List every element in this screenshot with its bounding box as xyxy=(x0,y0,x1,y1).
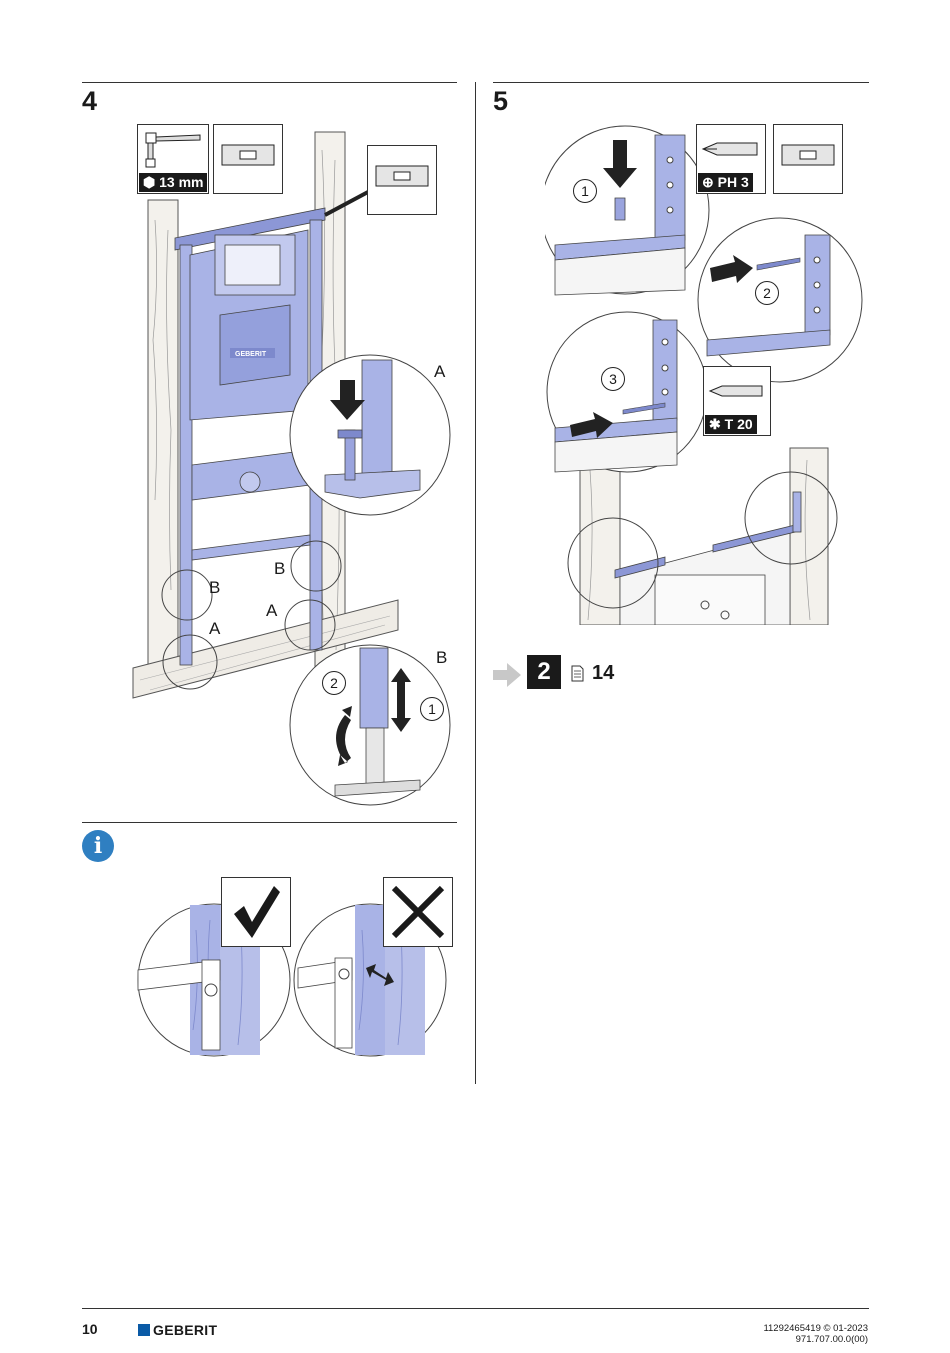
torx-size-badge: ✱ T 20 xyxy=(705,415,757,434)
next-arrow-icon xyxy=(493,663,521,687)
frame-top-rail xyxy=(174,207,326,251)
detail-circle-a-left xyxy=(162,634,218,690)
chapter-badge: 2 xyxy=(527,655,561,689)
phillips-screwdriver-box: ⊕ PH 3 xyxy=(696,124,766,194)
torx-screwdriver-box: ✱ T 20 xyxy=(703,366,771,436)
callout-b-right: B xyxy=(274,559,286,578)
detail-circle-b-left xyxy=(161,569,213,621)
arrow-down-icon xyxy=(603,140,637,188)
socket-wrench-icon xyxy=(145,132,201,168)
circled-number-3: 3 xyxy=(601,367,625,391)
overview-circle-left xyxy=(567,517,659,609)
spirit-level-box-2 xyxy=(367,145,437,215)
callout-a-left: A xyxy=(209,619,221,638)
spirit-level-icon xyxy=(375,165,429,187)
wood-stud-left xyxy=(147,199,179,681)
spirit-level-icon xyxy=(781,144,835,166)
info-illustration xyxy=(137,903,447,1057)
circled-number-1: 1 xyxy=(420,697,444,721)
step4-illustration: GEBERIT xyxy=(132,131,451,806)
phillips-size-badge: ⊕ PH 3 xyxy=(698,173,753,192)
svg-text:GEBERIT: GEBERIT xyxy=(235,351,267,358)
correct-mark-box xyxy=(221,877,291,947)
footer-page-number: 10 xyxy=(82,1321,98,1337)
footer-doc-id: 11292465419 © 01-2023 xyxy=(763,1323,868,1334)
checkmark-icon xyxy=(234,886,280,938)
arrow-down-icon xyxy=(330,380,365,420)
tool-size-badge: ⬢ 13 mm xyxy=(139,173,208,192)
reference-page-number: 14 xyxy=(592,662,615,684)
detail-circle-a-right xyxy=(284,599,336,651)
screwdriver-bit-icon xyxy=(701,142,758,156)
detail-circle-b-right xyxy=(290,540,342,592)
rotate-arrow-icon xyxy=(336,706,352,766)
frame-left-upright xyxy=(179,244,193,666)
callout-a-zoom: A xyxy=(434,362,446,381)
spirit-level-box-1 xyxy=(213,124,283,194)
circled-number-1: 1 xyxy=(573,179,597,203)
gap-double-arrow-icon xyxy=(366,964,394,986)
zoom-circle-2 xyxy=(697,217,863,383)
circled-number-2: 2 xyxy=(755,281,779,305)
socket-wrench-tool-box: ⬢ 13 mm xyxy=(137,124,209,194)
step-number-5: 5 xyxy=(493,86,509,116)
torx-head-icon: ✱ xyxy=(709,416,721,432)
step4-top-rule xyxy=(82,82,457,83)
info-top-rule xyxy=(82,822,457,823)
hex-socket-icon: ⬢ xyxy=(143,174,156,190)
footer-doc-code: 971.707.00.0(00) xyxy=(795,1334,868,1345)
step-number-4: 4 xyxy=(82,86,98,116)
spirit-level-box-3 xyxy=(773,124,843,194)
info-icon: i xyxy=(82,830,114,862)
step5-top-rule xyxy=(493,82,869,83)
double-arrow-vertical-icon xyxy=(391,668,411,732)
arrow-right-icon xyxy=(710,255,753,283)
page-document-icon xyxy=(571,665,584,682)
callout-b-left: B xyxy=(209,578,221,597)
callout-a-right: A xyxy=(266,601,278,620)
wrong-mark-box xyxy=(383,877,453,947)
overview-circle-right xyxy=(744,471,838,565)
geberit-square-icon xyxy=(138,1324,150,1336)
screwdriver-bit-icon xyxy=(708,385,763,397)
callout-b-zoom: B xyxy=(436,648,448,667)
arrow-right-icon xyxy=(570,412,613,438)
spirit-level-icon xyxy=(221,144,275,166)
cross-icon xyxy=(391,885,445,939)
footer-rule xyxy=(82,1308,869,1309)
column-divider xyxy=(475,82,476,1084)
phillips-head-icon: ⊕ xyxy=(702,174,714,190)
step5-illustration xyxy=(545,125,863,625)
geberit-logo: GEBERIT xyxy=(138,1322,217,1338)
circled-number-2: 2 xyxy=(322,671,346,695)
